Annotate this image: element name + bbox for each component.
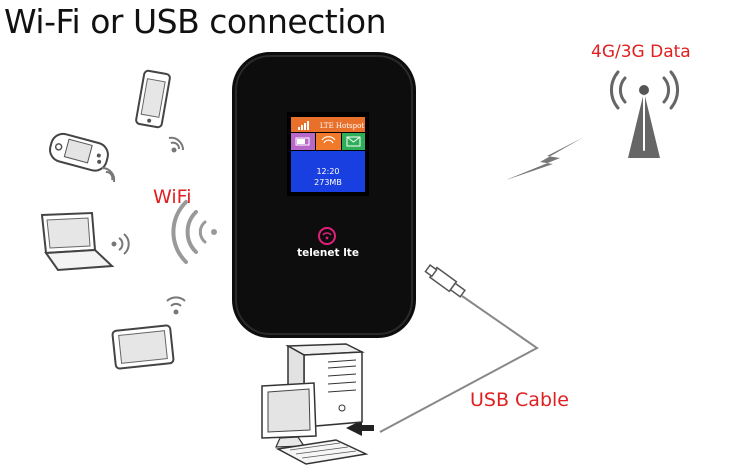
- signal-bars-icon: [298, 121, 309, 130]
- arrow-icon: [346, 420, 374, 436]
- desktop-computer-icon: [261, 343, 369, 465]
- message-icon: [346, 136, 361, 147]
- usb-cable-label: USB Cable: [470, 389, 569, 411]
- game-console-icon: [49, 132, 109, 172]
- laptop-icon: [40, 211, 115, 272]
- wifi-label: WiFi: [153, 186, 192, 208]
- usb-connector-icon: [424, 264, 466, 298]
- screen-data: 273MB: [314, 178, 342, 187]
- hotspot-device: LTE Hotspot 12:20 273MB telenet lte: [232, 52, 416, 338]
- telenet-logo: telenet lte: [297, 227, 359, 259]
- smartphone-icon: [135, 69, 171, 129]
- wifi-signal-icon: [171, 200, 217, 264]
- cell-tower-icon: [610, 70, 679, 158]
- screen-header: LTE Hotspot: [320, 122, 365, 130]
- screen-time: 12:20: [316, 167, 339, 176]
- wifi-signal-icon: [166, 296, 186, 315]
- data-label: 4G/3G Data: [591, 42, 691, 62]
- usb-cable: [379, 295, 539, 433]
- page-title: Wi-Fi or USB connection: [4, 2, 387, 41]
- tablet-icon: [111, 324, 175, 370]
- wifi-signal-icon: [111, 233, 130, 255]
- wifi-status-icon: [321, 136, 336, 144]
- brand-name: telenet lte: [297, 247, 359, 259]
- wifi-signal-icon: [101, 166, 116, 183]
- wifi-signal-icon: [168, 136, 185, 153]
- battery-icon: [295, 137, 310, 146]
- lightning-bolt-icon: [506, 137, 584, 180]
